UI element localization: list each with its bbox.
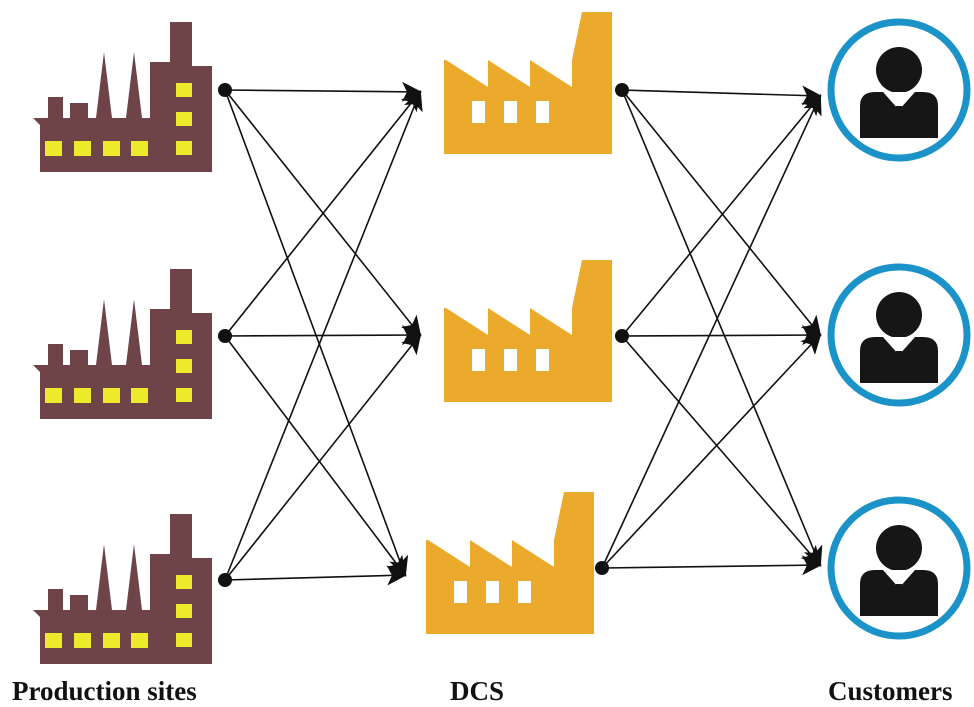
person-icon [831,267,967,403]
link-p3-d2 [224,333,422,581]
warehouse-factory-icon [444,12,612,154]
person-icon [831,500,967,636]
link-p1-d1 [224,81,422,102]
link-origin-dots [218,83,629,587]
link-p3-d1 [224,90,423,581]
warehouse-factory-icon [444,260,612,402]
dcs-label: DCS [450,676,505,706]
dcs-column [426,12,612,634]
customers-label: Customers [828,676,953,706]
factory-icon [33,269,212,419]
link-d2-c3 [621,335,822,567]
factory-icon [33,22,212,172]
link-d2-c1 [621,94,822,337]
link-d1-c2 [621,89,822,337]
origin-dot-d1 [615,83,629,97]
customers-column [831,22,967,636]
factory-icon [33,514,212,664]
origin-dot-d3 [595,561,609,575]
links-production-to-dcs [224,81,423,586]
link-d3-c2 [601,333,822,569]
origin-dot-p1 [218,83,232,97]
link-p2-d1 [224,90,422,337]
person-icon [831,22,967,158]
warehouse-factory-icon [426,492,594,634]
origin-dot-d2 [615,329,629,343]
link-d1-c1 [621,85,822,106]
link-p1-d2 [224,89,422,337]
production-sites-label: Production sites [12,676,197,706]
origin-dot-p3 [218,573,232,587]
origin-dot-p2 [218,329,232,343]
link-p3-d3 [224,565,407,586]
production-sites-column [33,22,212,664]
links-dcs-to-customers [601,85,823,576]
link-d3-c1 [601,94,822,569]
link-d2-c2 [621,325,822,346]
link-d1-c3 [621,89,823,567]
link-p1-d3 [224,89,409,577]
link-d3-c3 [601,555,822,576]
link-p2-d3 [224,335,407,577]
